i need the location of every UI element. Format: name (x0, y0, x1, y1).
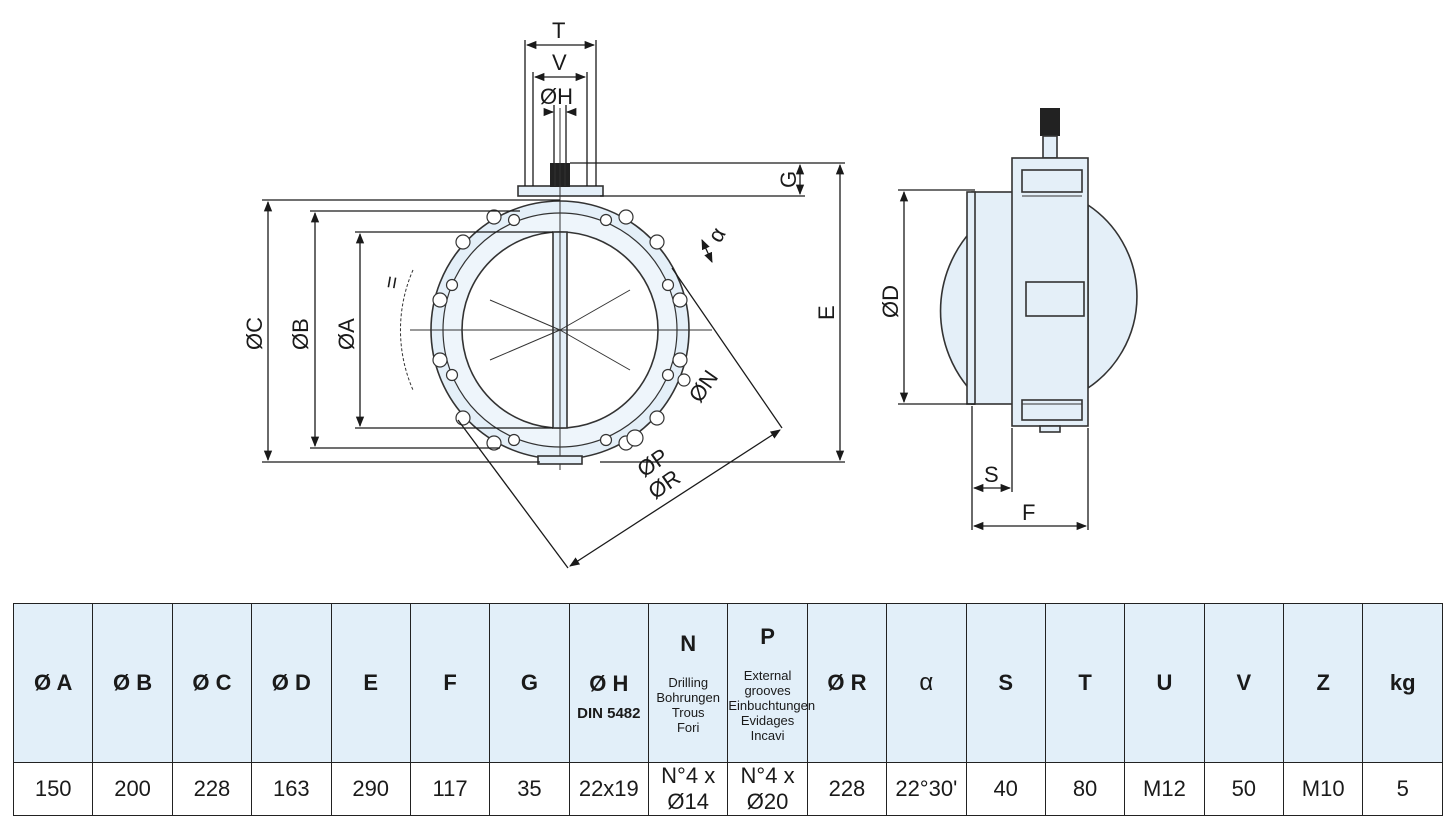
value-b: 200 (92, 762, 173, 816)
header-s: S (965, 603, 1046, 763)
label-b: ØB (288, 318, 313, 350)
header-c: Ø C (171, 603, 253, 763)
label-s: S (984, 462, 999, 487)
label-f: F (1022, 500, 1035, 525)
value-t: 80 (1044, 762, 1126, 816)
label-t: T (552, 18, 565, 43)
header-b: Ø B (92, 603, 173, 763)
value-a: 150 (12, 762, 94, 816)
value-f: 117 (409, 762, 491, 816)
value-alpha: 22°30' (886, 762, 967, 816)
value-z: M10 (1282, 762, 1364, 816)
label-g: G (776, 171, 801, 188)
value-s: 40 (965, 762, 1046, 816)
header-d: Ø D (251, 603, 332, 763)
value-d: 163 (251, 762, 332, 816)
label-h: ØH (540, 84, 573, 109)
header-e: E (330, 603, 411, 763)
side-disc-dome (1087, 203, 1138, 390)
ring-notches (432, 209, 688, 451)
label-d: ØD (878, 285, 903, 318)
side-view: ØD S F (878, 108, 1138, 531)
header-a: Ø A (12, 603, 94, 763)
value-e: 290 (330, 762, 411, 816)
groove-n (677, 373, 691, 387)
value-c: 228 (171, 762, 253, 816)
value-r: 228 (806, 762, 888, 816)
value-n: N°4 x Ø14 (647, 762, 729, 816)
value-g: 35 (489, 762, 570, 816)
label-n: ØN (684, 365, 723, 406)
header-u: U (1124, 603, 1205, 763)
label-v: V (552, 50, 567, 75)
value-h: 22x19 (568, 762, 650, 816)
label-a: ØA (334, 318, 359, 350)
header-r: Ø R (806, 603, 888, 763)
value-kg: 5 (1362, 762, 1443, 816)
header-f: F (409, 603, 491, 763)
header-kg: kg (1362, 603, 1443, 763)
side-shaft-top (1040, 108, 1060, 136)
label-alpha: α (703, 223, 731, 247)
value-v: 50 (1203, 762, 1285, 816)
header-t: T (1044, 603, 1126, 763)
front-view: T V ØH G E ØC ØB ØA = α (242, 18, 845, 569)
header-z: Z (1282, 603, 1364, 763)
header-alpha: α (886, 603, 967, 763)
label-eq: = (378, 274, 405, 291)
label-c: ØC (242, 317, 267, 350)
groove-p (626, 429, 644, 447)
spec-values-row: 150 200 228 163 290 117 35 22x19 N°4 x Ø… (12, 762, 1443, 816)
value-u: M12 (1124, 762, 1205, 816)
label-e: E (814, 305, 839, 320)
value-p: N°4 x Ø20 (727, 762, 808, 816)
header-g: G (489, 603, 570, 763)
header-v: V (1203, 603, 1285, 763)
technical-drawing: T V ØH G E ØC ØB ØA = α (242, 18, 1138, 569)
